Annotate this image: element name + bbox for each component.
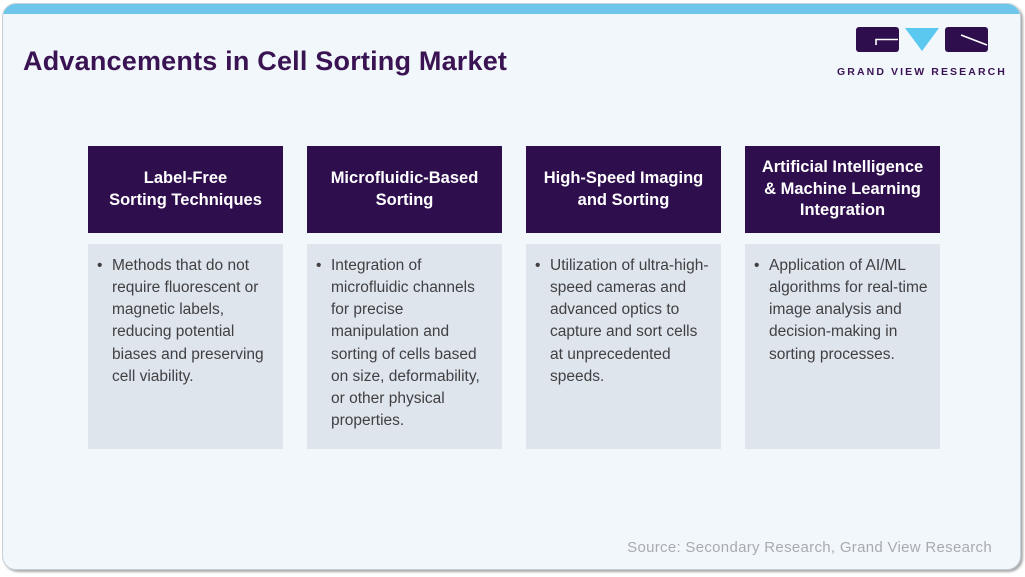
source-attribution: Source: Secondary Research, Grand View R… [627,539,992,556]
card-body: • Integration of microfluidic channels f… [307,244,502,449]
logo-g-block-icon [856,27,899,57]
top-accent-bar [3,4,1020,14]
grand-view-research-logo: GRAND VIEW RESEARCH [837,27,1005,78]
card-header: High-Speed Imaging and Sorting [526,146,721,233]
card-header: Artificial Intelligence & Machine Learni… [745,146,940,233]
bullet-icon: • [535,257,541,274]
card-description: Integration of microfluidic channels for… [331,257,480,430]
card-description: Methods that do not require fluorescent … [112,257,264,385]
logo-r-block-icon [945,27,988,57]
bullet-icon: • [97,257,103,274]
feature-columns: Label-Free Sorting Techniques • Methods … [88,146,940,449]
logo-marks [856,27,988,57]
card-label-free-sorting: Label-Free Sorting Techniques • Methods … [88,146,283,449]
slide-card: Advancements in Cell Sorting Market [2,3,1021,570]
card-ai-ml-integration: Artificial Intelligence & Machine Learni… [745,146,940,449]
card-header: Microfluidic-Based Sorting [307,146,502,233]
card-description: Application of AI/ML algorithms for real… [769,257,928,363]
card-body: • Methods that do not require fluorescen… [88,244,283,449]
card-header: Label-Free Sorting Techniques [88,146,283,233]
bullet-icon: • [754,257,760,274]
card-body: • Utilization of ultra-high-speed camera… [526,244,721,449]
card-microfluidic-sorting: Microfluidic-Based Sorting • Integration… [307,146,502,449]
card-body: • Application of AI/ML algorithms for re… [745,244,940,449]
bullet-icon: • [316,257,322,274]
card-description: Utilization of ultra-high-speed cameras … [550,257,709,385]
logo-v-triangle-icon [905,27,939,57]
page-title: Advancements in Cell Sorting Market [23,46,508,77]
logo-wordmark: GRAND VIEW RESEARCH [837,66,1007,78]
card-high-speed-imaging: High-Speed Imaging and Sorting • Utiliza… [526,146,721,449]
